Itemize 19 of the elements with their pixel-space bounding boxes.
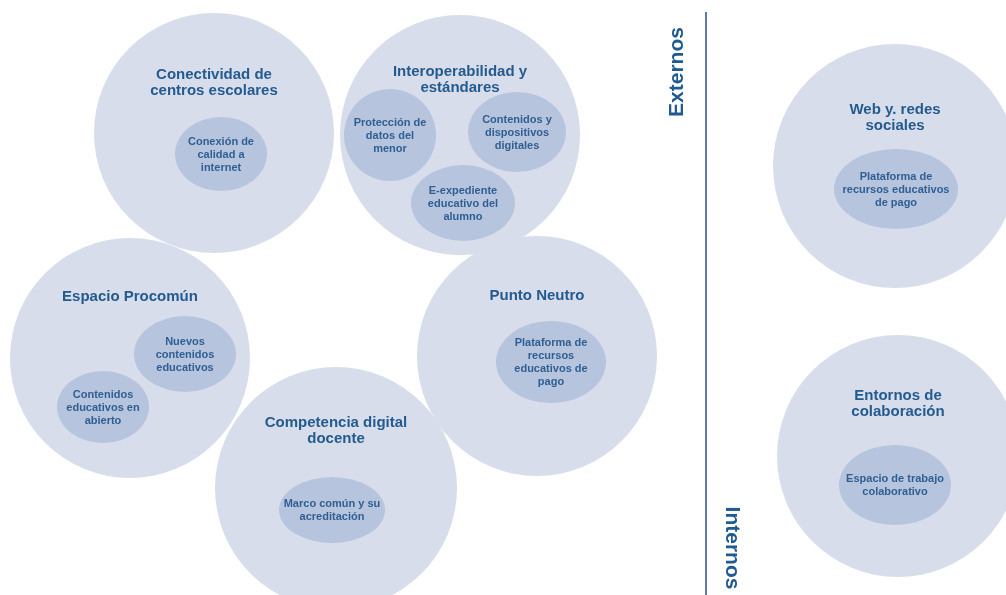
area-title: Web y. redes sociales [848, 101, 942, 133]
topic-label: Espacio de trabajo colaborativo [845, 472, 945, 498]
topic-label: Marco común y su acreditación [283, 497, 381, 523]
topic-label: Conexión de calidad a internet [187, 134, 255, 174]
area-title: Conectividad de centros escolares [149, 66, 279, 98]
area-title: Espacio Procomún [61, 288, 199, 304]
topic-label: Contenidos y dispositivos digitales [481, 112, 553, 152]
area-title: Punto Neutro [488, 287, 586, 303]
area-title: Interoperabilidad y estándares [391, 63, 529, 95]
topic-label: Plataforma de recursos educativos de pago [841, 169, 951, 209]
topic-label: Plataforma de recursos educativos de pago [513, 336, 589, 388]
area-title: Competencia digital docente [263, 414, 409, 446]
topic-label: Contenidos educativos en abierto [65, 387, 141, 427]
section-label: Internos [721, 506, 745, 590]
topic-label: E-expediente educativo del alumno [426, 183, 500, 223]
topic-label: Protección de datos del menor [352, 115, 428, 155]
topic-label: Nuevos contenidos educativos [154, 334, 216, 374]
area-title: Entornos de colaboración [850, 387, 946, 419]
section-label: Externos [664, 27, 688, 117]
